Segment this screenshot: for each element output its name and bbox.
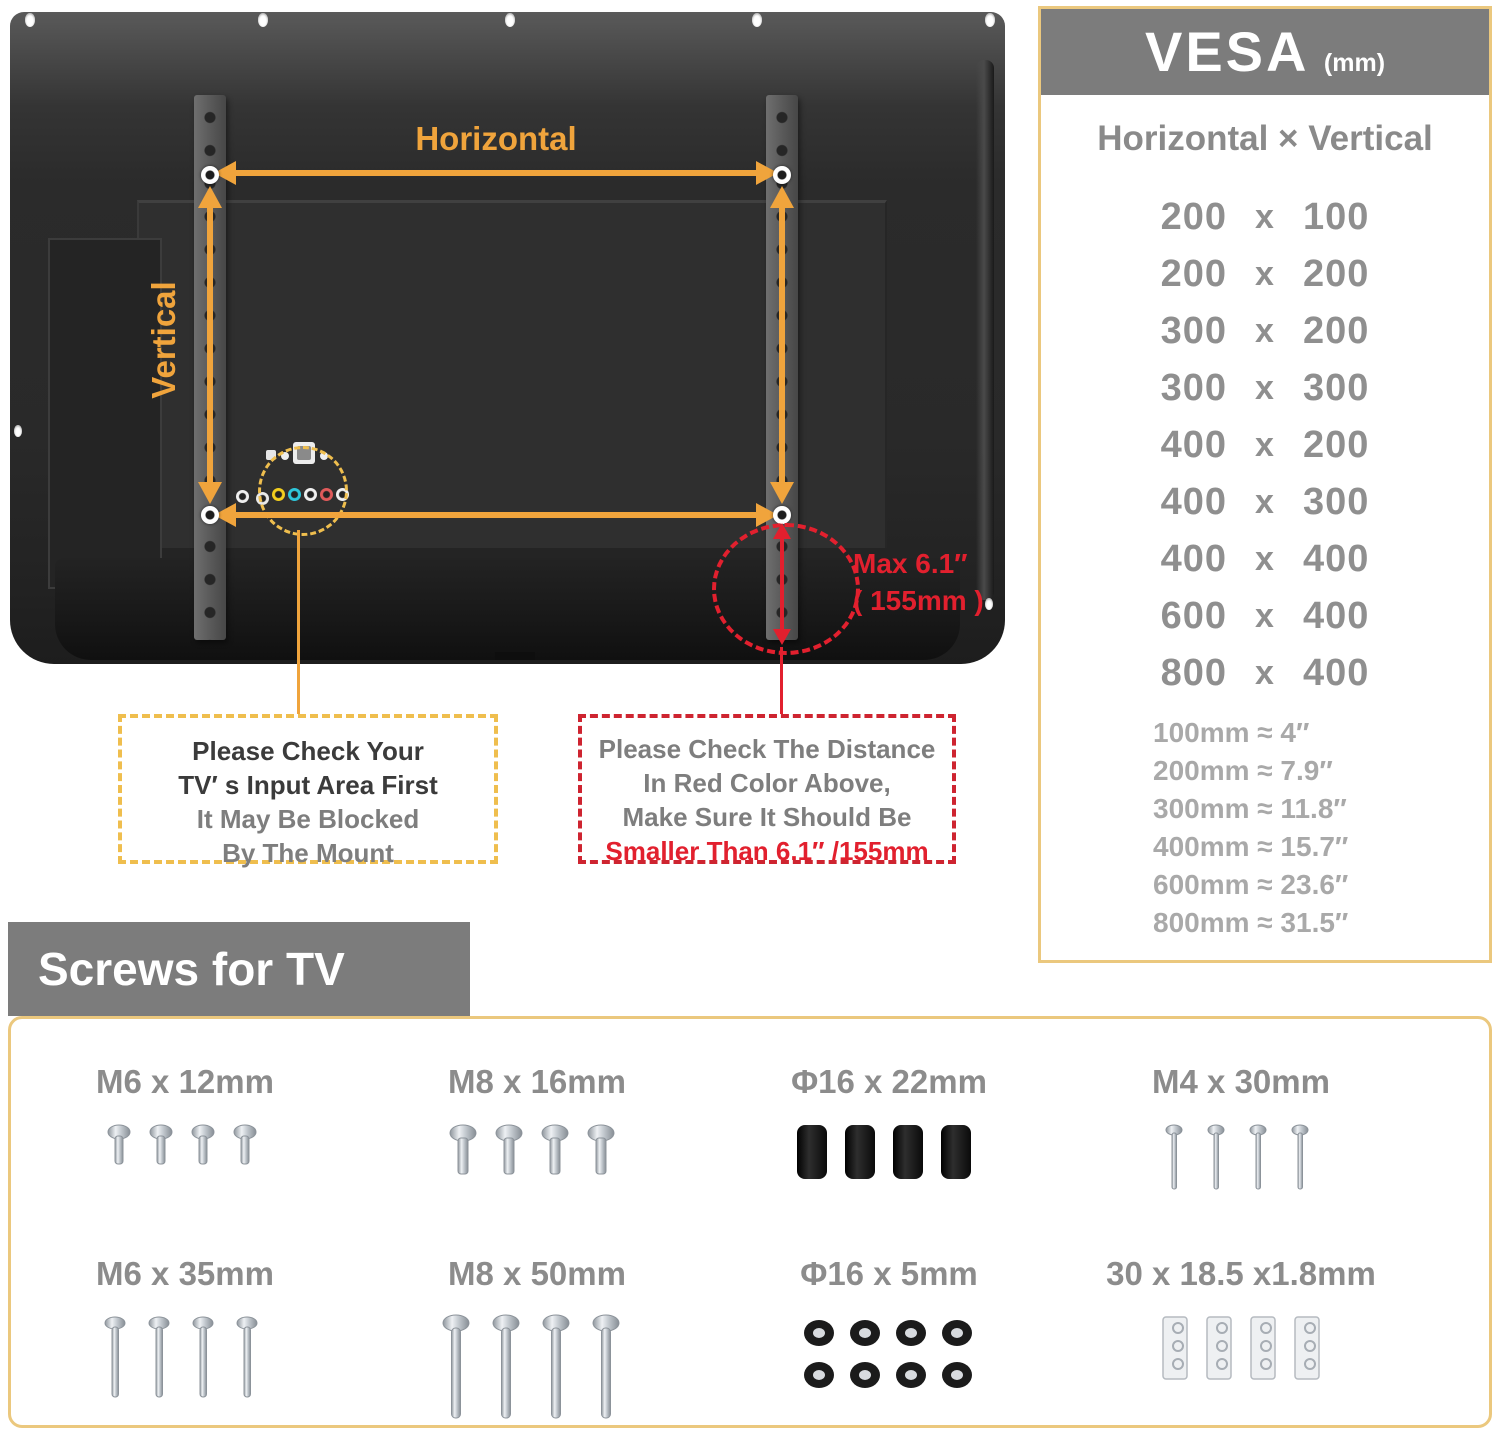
horizontal-arrow-top (236, 170, 756, 176)
arrow-up-icon (198, 186, 222, 208)
vesa-panel-header: VESA (mm) (1041, 9, 1489, 95)
screw-m8x16-icon (449, 1124, 615, 1175)
horizontal-label: Horizontal (415, 120, 577, 157)
screws-panel: M6 x 12mm M8 x 16mm (8, 1016, 1492, 1428)
screw-group-plate: 30 x 18.5 x1.8mm (1069, 1255, 1413, 1396)
vertical-arrow-right (779, 206, 785, 484)
arrow-left-icon (214, 503, 236, 527)
screw-label: Φ16 x 22mm (791, 1063, 987, 1100)
screw-group-m6x35: M6 x 35mm (13, 1255, 357, 1408)
screw-label: M8 x 16mm (448, 1063, 626, 1100)
vesa-hole-marker (773, 506, 791, 524)
arrow-up-icon (773, 523, 791, 539)
vesa-conversion: 200mm ≈ 7.9″ (1153, 755, 1333, 786)
distance-connector-line (780, 647, 783, 714)
vesa-subtitle: Horizontal × Vertical (1097, 119, 1433, 158)
note-line: Please Check Your (192, 736, 424, 766)
screw-group-m8x50: M8 x 50mm (365, 1255, 709, 1428)
vesa-conversion: 300mm ≈ 11.8″ (1153, 793, 1347, 824)
tv-side-panel (48, 238, 162, 589)
note-line: TV′ s Input Area First (178, 770, 438, 800)
tv-side-hole (985, 598, 993, 610)
tv-side-hole (14, 425, 22, 437)
screw-group-phi16x22: Φ16 x 22mm (717, 1063, 1061, 1194)
vesa-conversion: 100mm ≈ 4″ (1153, 717, 1310, 748)
distance-note: Please Check The Distance In Red Color A… (578, 714, 956, 866)
tv-rca-port-icon (236, 490, 249, 503)
screw-group-m4x30: M4 x 30mm (1069, 1063, 1413, 1202)
note-line: It May Be Blocked (196, 804, 420, 834)
tv-top-hole (752, 13, 762, 27)
vesa-hole-marker (201, 166, 219, 184)
screw-label: 30 x 18.5 x1.8mm (1106, 1255, 1376, 1292)
tv-right-bezel (976, 60, 994, 600)
input-area-connector-line (297, 530, 300, 714)
tv-top-hole (258, 13, 268, 27)
horizontal-arrow-bottom (236, 512, 756, 518)
arrow-left-icon (214, 161, 236, 185)
screw-group-m6x12: M6 x 12mm (13, 1063, 357, 1186)
screw-label: M6 x 35mm (96, 1255, 274, 1292)
vesa-conversion: 400mm ≈ 15.7″ (1153, 831, 1349, 862)
note-line-alert: Smaller Than 6.1″ /155mm (605, 836, 929, 866)
screw-m6x35-icon (104, 1316, 258, 1398)
vesa-hole-marker (773, 166, 791, 184)
tv-top-hole (505, 13, 515, 27)
tv-top-hole (25, 13, 35, 27)
screws-section-header: Screws for TV (8, 922, 470, 1016)
note-line: Please Check The Distance (598, 734, 936, 764)
screw-label: M6 x 12mm (96, 1063, 274, 1100)
input-area-highlight-circle (258, 446, 348, 536)
spacer-phi16x22-icon (797, 1125, 971, 1179)
tv-top-hole (985, 13, 995, 27)
max-distance-line2: ( 155mm ) (853, 585, 984, 616)
vesa-conversion: 800mm ≈ 31.5″ (1153, 907, 1349, 938)
screw-group-phi16x5: Φ16 x 5mm (717, 1255, 1061, 1408)
arrow-down-icon (773, 629, 791, 645)
vertical-label: Vertical (145, 281, 182, 399)
vesa-conversion: 600mm ≈ 23.6″ (1153, 869, 1349, 900)
arrow-up-icon (770, 186, 794, 208)
max-distance-label: Max 6.1″ ( 155mm ) (853, 545, 1023, 619)
tv-port-square-icon (266, 450, 276, 460)
screw-m8x50-icon (442, 1314, 620, 1419)
screw-m6x12-icon (107, 1124, 257, 1165)
mount-rail-left (194, 95, 226, 640)
screw-group-m8x16: M8 x 16mm (365, 1063, 709, 1196)
vertical-arrow-left (207, 206, 213, 484)
vesa-hole-marker (201, 506, 219, 524)
note-line: In Red Color Above, (643, 768, 891, 798)
arrow-right-icon (756, 503, 778, 527)
vesa-unit: (mm) (1323, 49, 1386, 77)
screw-m4x30-icon (1165, 1124, 1309, 1190)
screw-label: Φ16 x 5mm (800, 1255, 978, 1292)
spacer-plate-icon (1162, 1316, 1320, 1380)
note-line: By The Mount (222, 838, 394, 868)
note-line: Make Sure It Should Be (622, 802, 912, 832)
screw-label: M4 x 30mm (1152, 1063, 1330, 1100)
vesa-conversion-list: 100mm ≈ 4″ 200mm ≈ 7.9″ 300mm ≈ 11.8″ 40… (1153, 714, 1489, 942)
arrow-down-icon (770, 482, 794, 504)
max-distance-arrow (780, 538, 784, 630)
vesa-title: VESA (1144, 20, 1310, 83)
arrow-right-icon (756, 161, 778, 185)
max-distance-line1: Max 6.1″ (853, 548, 968, 579)
input-area-note: Please Check Your TV′ s Input Area First… (118, 714, 498, 868)
tv-bottom-notch (495, 652, 535, 660)
washer-phi16x5-icon (804, 1320, 972, 1388)
arrow-down-icon (198, 482, 222, 504)
screw-label: M8 x 50mm (448, 1255, 626, 1292)
